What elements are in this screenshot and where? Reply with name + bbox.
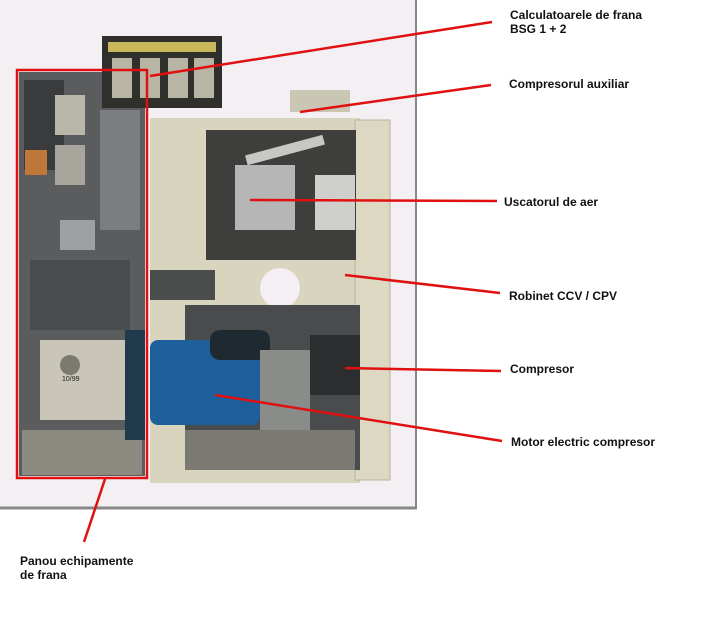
label-brake-panel: Panou echipamente de frana	[20, 554, 133, 582]
plate-text: 10/99	[62, 376, 80, 383]
label-compressor: Compresor	[510, 362, 575, 376]
equipment-photo: 10/99	[0, 0, 417, 510]
label-brake-panel-line2: de frana	[20, 568, 67, 582]
label-aux-compressor: Compresorul auxiliar	[509, 77, 630, 91]
label-brake-computers: Calculatoarele de frana BSG 1 + 2	[510, 8, 642, 36]
compressor-cabinet	[150, 90, 391, 483]
brake-computers-bsg	[102, 36, 222, 108]
label-brake-panel-line1: Panou echipamente	[20, 554, 134, 568]
label-brake-computers-line2: BSG 1 + 2	[510, 22, 567, 36]
brake-equipment-panel: 10/99	[19, 72, 145, 476]
label-brake-computers-line1: Calculatoarele de frana	[510, 8, 643, 22]
label-valve: Robinet CCV / CPV	[509, 289, 618, 303]
label-air-dryer: Uscatorul de aer	[504, 195, 599, 209]
label-motor: Motor electric compresor	[511, 435, 656, 449]
